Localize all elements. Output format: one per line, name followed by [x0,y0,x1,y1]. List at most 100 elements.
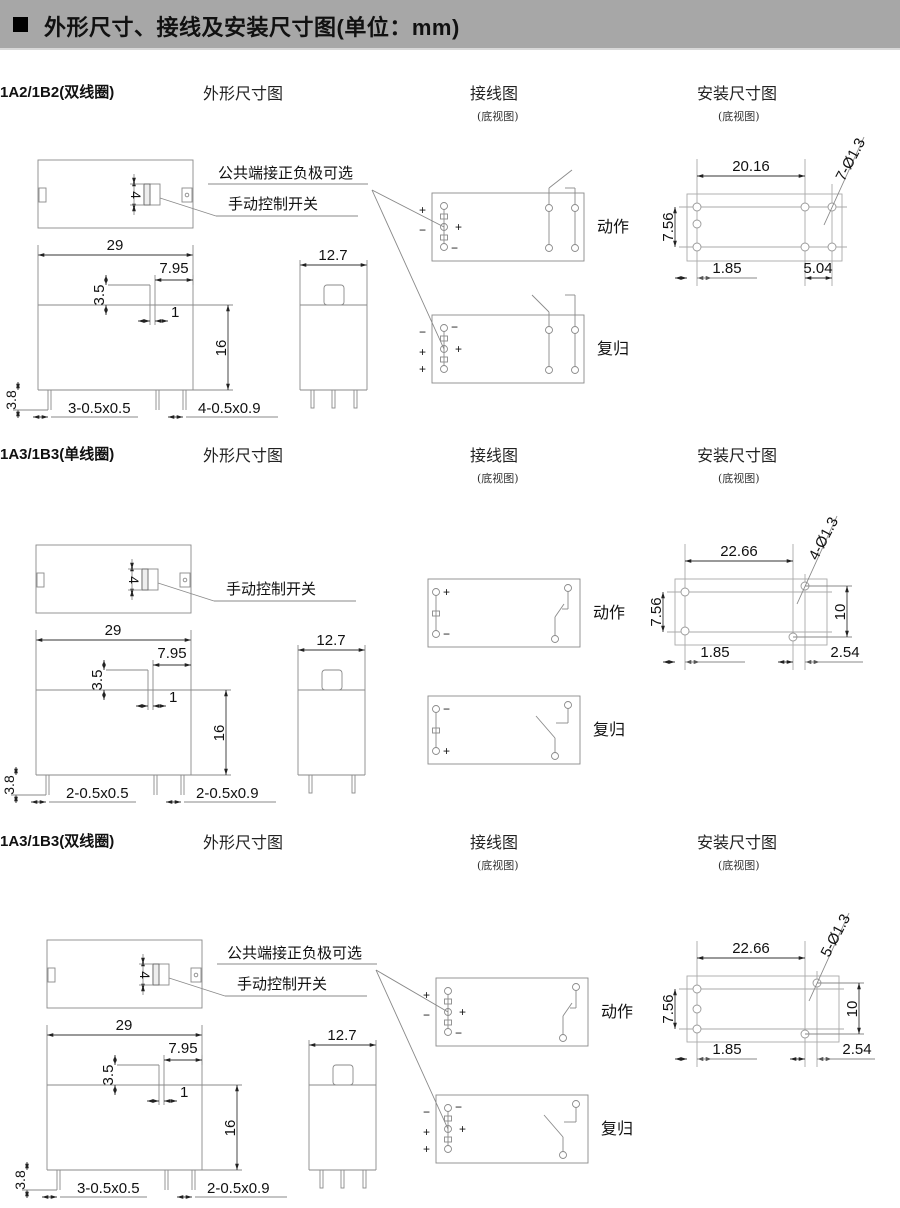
offset-dim: 7.95 [157,645,186,662]
common-terminal-note: 公共端接正负极可选 [227,944,362,962]
wiring-column-title: 接线图 [470,84,519,103]
span-dim: 20.16 [732,158,770,175]
wiring-diagram: +−+−动作−+−++复归 [423,977,633,1164]
top-view-body [35,544,192,614]
right-pins-spec: 2-0.5x0.9 [196,785,259,802]
common-terminal-note: 公共端接正负极可选 [218,164,353,182]
right-pitch-dim: 2.54 [830,644,859,661]
switch-width-dim: 4 [126,576,142,584]
contact-terminal [545,326,553,334]
mount-column-title: 安装尺寸图 [697,833,778,852]
polarity-sign: + [423,1125,430,1139]
mount-tab-hole [193,972,199,978]
manual-switch-lever [141,568,149,591]
right-pitch-dim: 2.54 [842,1041,871,1058]
coil-terminal [432,588,440,596]
moving-contact [531,294,550,313]
coil-terminal [444,1028,452,1036]
polarity-sign: − [423,1008,430,1022]
contact-terminal [545,366,553,374]
moving-contact [554,603,565,618]
coil-terminal [440,365,448,373]
polarity-sign: + [443,585,450,599]
wiring-column-title: 接线图 [470,446,519,465]
section-label-1a3-1b3-single: 1A3/1B3(单线圈) [0,446,115,463]
wiring-panel-frame [435,1094,589,1164]
mounting-hole [692,1024,702,1034]
mount-column-title: 安装尺寸图 [697,84,778,103]
action-label: 动作 [593,603,625,622]
wiring-panel-frame [427,578,581,648]
row-pitch-dim: 7.56 [648,597,665,626]
moving-contact [548,169,573,189]
pin-length-dim: 3.8 [1,775,17,795]
page-title: 外形尺寸、接线及安装尺寸图(单位：mm) [44,15,460,40]
row-pitch-dim: 7.56 [660,994,677,1023]
manual-switch-note: 手动控制开关 [237,975,327,993]
side-pin [351,774,356,794]
mounting-hole [680,626,690,636]
polarity-sign: + [459,1005,466,1019]
top-view: 4 手动控制开关 公共端接正负极可选 [46,939,377,1009]
contact-terminal [571,204,579,212]
leader-line [159,197,217,217]
contact-terminal [564,701,572,709]
side-pin [310,389,315,409]
polarity-sign: + [419,203,426,217]
width-dim: 29 [105,622,122,639]
mounting-hole [827,242,837,252]
height-pitch-dim: 10 [832,604,849,621]
mounting-hole [680,587,690,597]
hole-count-label: 5-Ø1.3 [818,911,855,959]
hole-count-label: 4-Ø1.3 [806,514,843,562]
wiring-reset-panel: −+−++复归 [419,294,629,384]
edge-left-dim: 1.85 [712,1041,741,1058]
mount-column-title: 安装尺寸图 [697,446,778,465]
side-width-dim: 12.7 [318,247,347,264]
wiring-panel-frame [431,314,585,384]
polarity-sign: − [419,325,426,339]
left-pins-spec: 3-0.5x0.5 [77,1180,140,1197]
manual-knob [321,669,343,691]
top-view-body [37,159,194,229]
polarity-sign: + [419,362,426,376]
section-label-1a3-1b3-double: 1A3/1B3(双线圈) [0,833,115,850]
switch-width-dim: 4 [137,971,153,979]
mount-tab [190,967,202,983]
right-pins-spec: 2-0.5x0.9 [207,1180,270,1197]
mounting-hole [692,1004,702,1014]
polarity-sign: + [455,220,462,234]
knob-height-dim: 3.5 [91,285,108,306]
pin-length-dim: 3.8 [12,1170,28,1190]
wiring-panel-frame [435,977,589,1047]
wiring-reset-panel: −+复归 [427,695,625,765]
polarity-sign: − [443,627,450,641]
section-label-1a2-1b2: 1A2/1B2(双线圈) [0,84,115,101]
polarity-sign: + [459,1122,466,1136]
knob-height-dim: 3.5 [89,670,106,691]
right-pitch-dim: 5.04 [803,260,832,277]
reset-label: 复归 [593,720,625,739]
leader-line [157,582,215,602]
edge-left-dim: 1.85 [700,644,729,661]
coil-terminal [444,1104,452,1112]
mount-tab [179,572,191,588]
polarity-sign: − [455,1100,462,1114]
leader-line [375,969,449,1130]
polarity-sign: − [419,223,426,237]
right-pins-spec: 4-0.5x0.9 [198,400,261,417]
offset-dim: 7.95 [168,1040,197,1057]
coil-terminal [440,202,448,210]
coil-terminal [432,705,440,713]
wiring-panel-frame [427,695,581,765]
mounting-hole [692,219,702,229]
coil-terminal [440,324,448,332]
contact-terminal [571,244,579,252]
common-terminal-leader [371,189,445,350]
